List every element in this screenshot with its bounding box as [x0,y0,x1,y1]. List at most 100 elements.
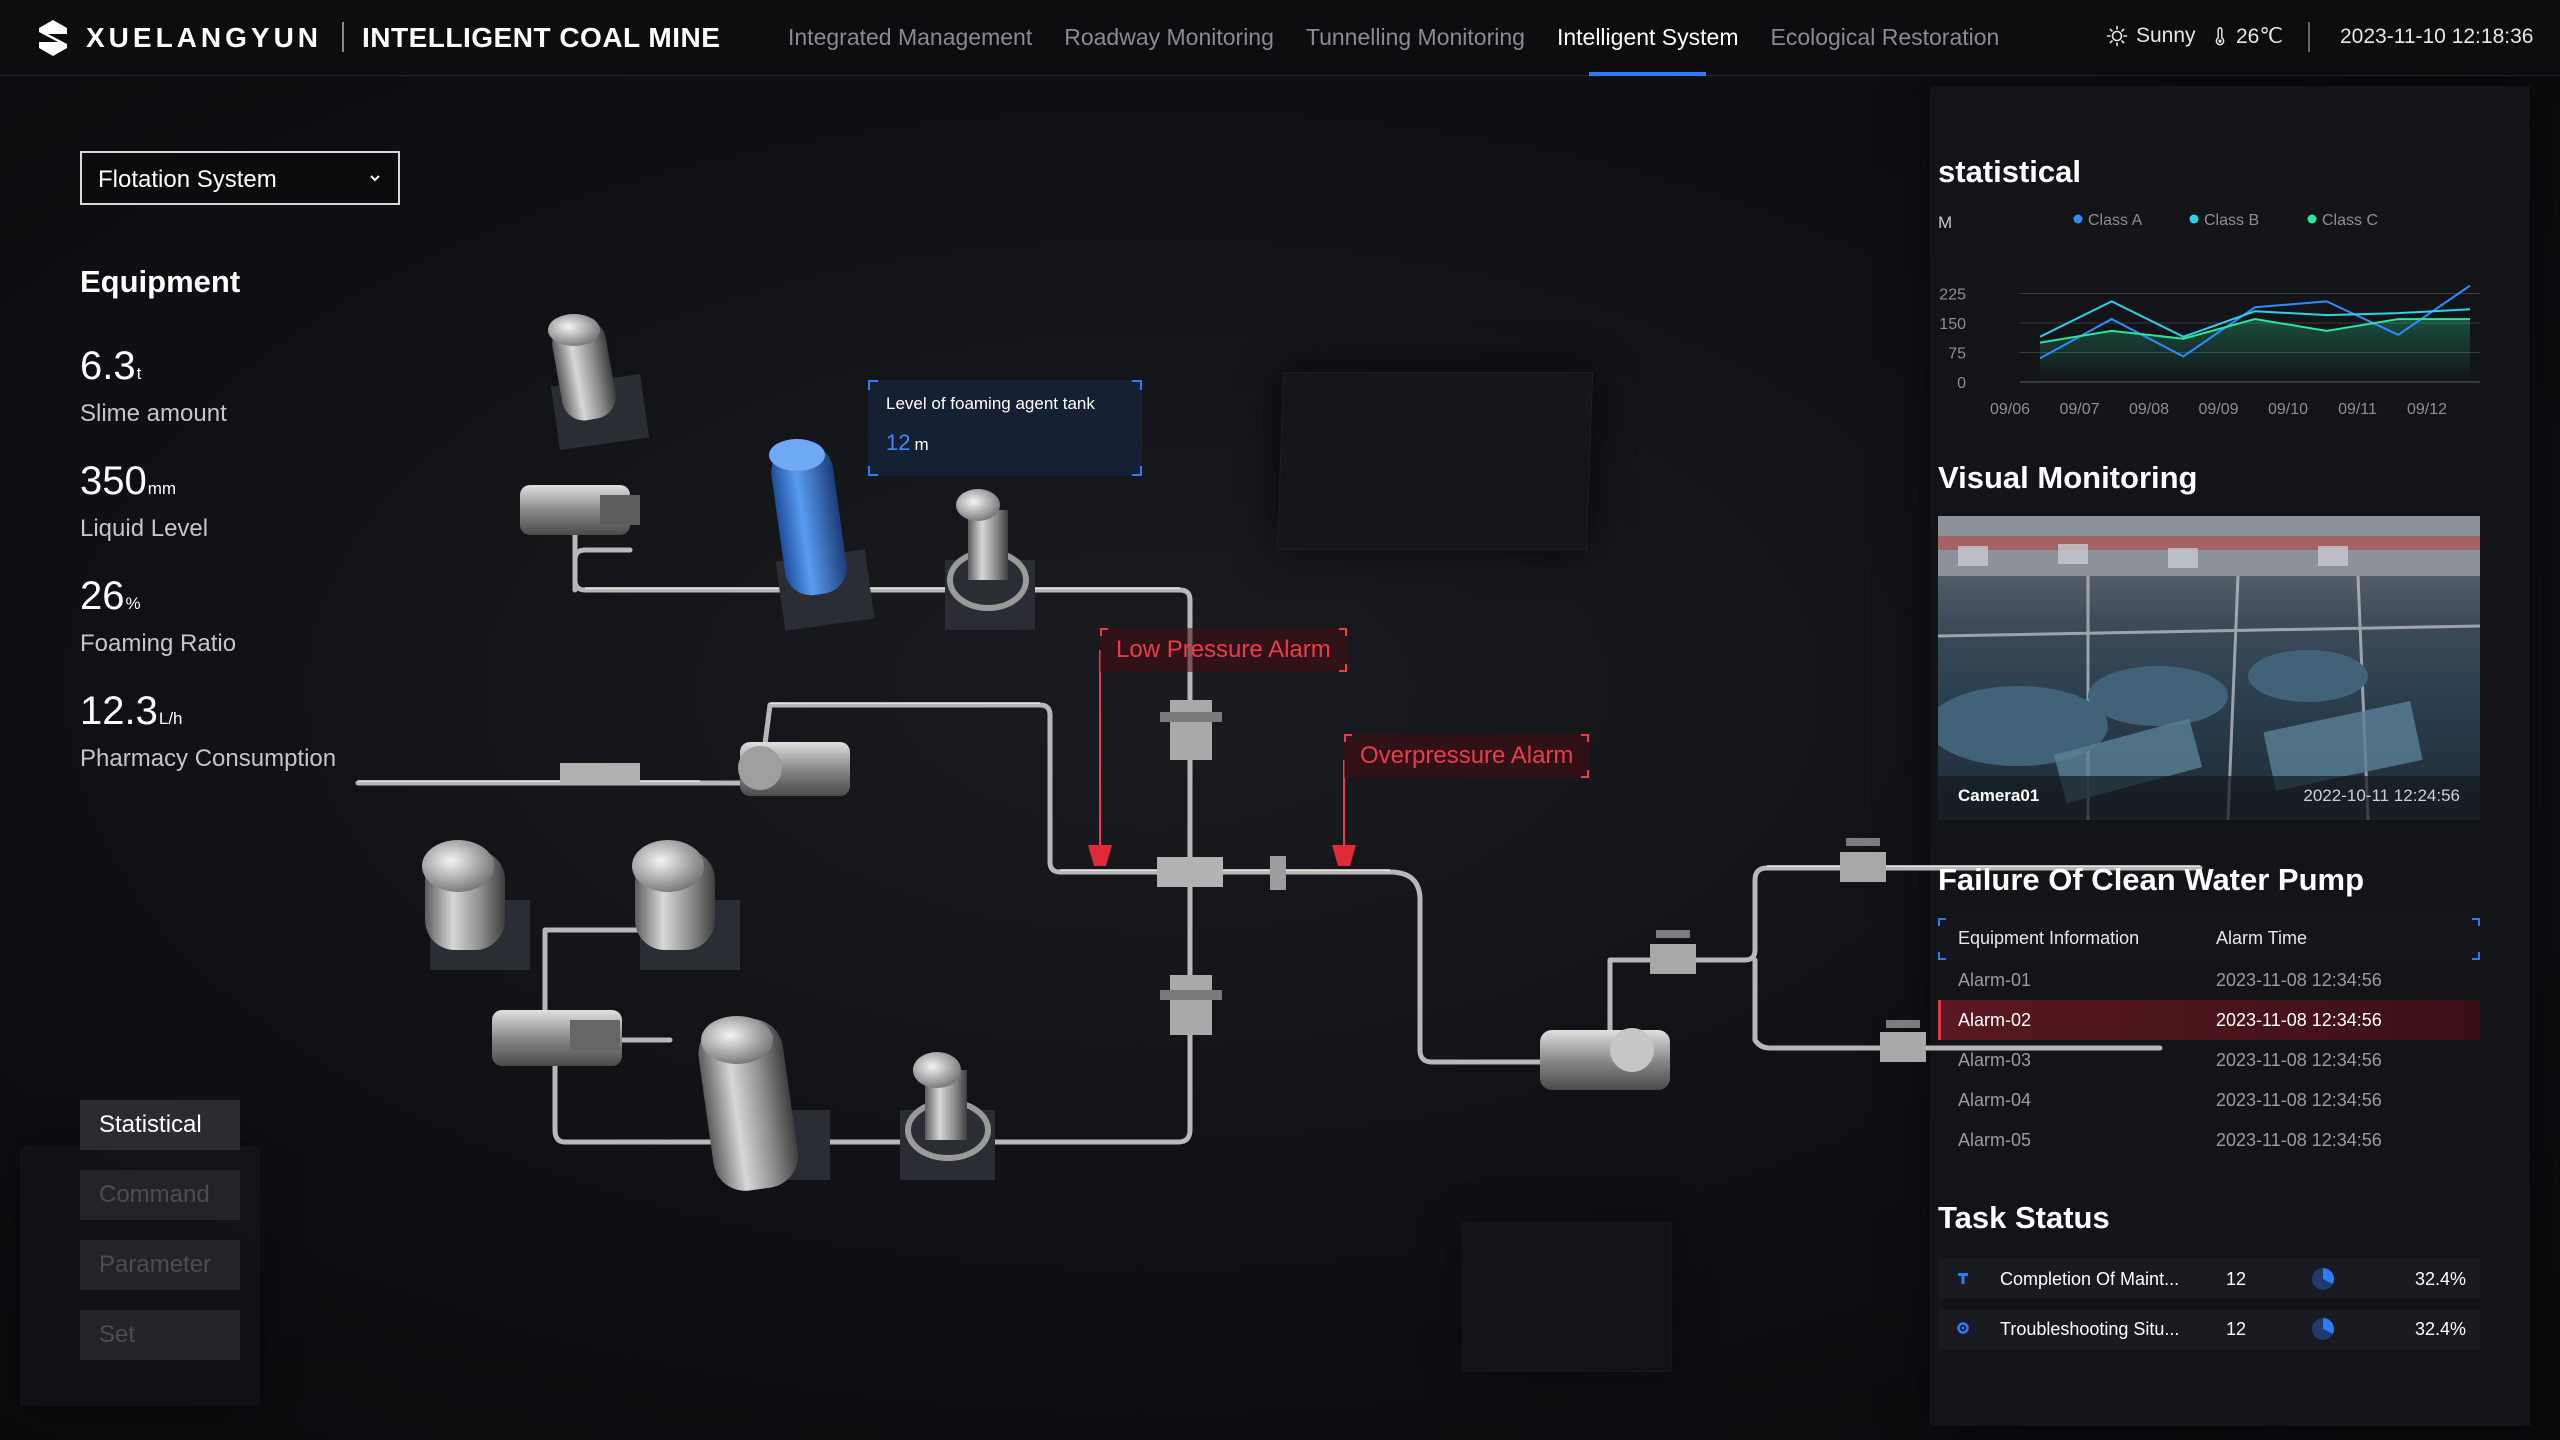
y-tick-label: 150 [1939,316,1966,333]
task-count: 12 [2226,1319,2247,1339]
metric-value: 26 [80,574,125,618]
table-row[interactable]: Alarm-02 2023-11-08 12:34:56 [1938,1000,2480,1040]
gear-icon [1957,1322,1969,1334]
system-select-value: Flotation System [98,166,277,193]
metric-slime-amount: 6.3t Slime amount [80,344,227,428]
metric-unit: % [125,594,141,613]
tank-top-left [548,314,650,450]
series-line [2039,300,2471,338]
metric-label: Pharmacy Consumption [80,745,337,772]
failure-title: Failure Of Clean Water Pump [1938,862,2365,897]
table-row[interactable]: Alarm-03 2023-11-08 12:34:56 [1938,1040,2480,1080]
alarm-table: Equipment Information Alarm Time Alarm-0… [1938,918,2480,1160]
nav-integrated-management[interactable]: Integrated Management [788,24,1033,50]
task-row-troubleshooting[interactable]: Troubleshooting Situ... 12 32.4% [1938,1309,2480,1349]
top-bar: XUELANGYUN INTELLIGENT COAL MINE Integra… [0,0,2560,76]
datetime-label: 2023-11-10 12:18:36 [2340,25,2534,48]
x-tick-label: 09/10 [2268,401,2308,418]
metric-unit: t [136,364,142,383]
task-progress-pie [2312,1268,2334,1290]
alarm-time: 2023-11-08 12:34:56 [2216,1050,2382,1070]
valve-assembly-top [945,489,1035,630]
task-count: 12 [2226,1269,2247,1289]
main-nav: Integrated Management Roadway Monitoring… [772,0,2015,76]
pipe-highlights [358,587,2200,871]
statistical-button[interactable]: Statistical [80,1100,240,1150]
table-row[interactable]: Alarm-05 2023-11-08 12:34:56 [1938,1120,2480,1160]
metric-label: Slime amount [80,400,227,427]
table-row[interactable]: Alarm-04 2023-11-08 12:34:56 [1938,1080,2480,1120]
metric-unit: mm [147,479,177,498]
valve-assembly-bottom [900,1052,995,1180]
statistical-title: statistical [1938,154,2082,189]
temperature-widget: 26℃ [2210,24,2283,49]
alarm-name: Alarm-05 [1958,1130,2032,1150]
topbar-divider [2308,22,2310,52]
alarm-name: Alarm-02 [1958,1010,2032,1030]
metric-value: 350 [80,459,147,503]
pump-bottom-left [492,1010,622,1066]
alarm-name: Alarm-03 [1958,1050,2032,1070]
brand-name: XUELANGYUN [86,22,323,53]
metric-value: 12.3 [80,689,158,733]
set-button[interactable]: Set [80,1310,240,1360]
tank-blue-foaming-agent[interactable] [768,439,875,631]
valve-right-2 [1840,838,1886,882]
alarm-name: Alarm-04 [1958,1090,2032,1110]
system-select[interactable]: Flotation System [80,151,400,205]
metric-label: Foaming Ratio [80,630,237,657]
task-pie-slice [2323,1268,2334,1284]
y-tick-label: 75 [1948,346,1966,363]
pump-right [1540,1028,1670,1090]
overpressure-alarm[interactable]: Overpressure Alarm [1344,734,1590,778]
chart-y-axis-label: M [1938,213,1952,232]
alarm-time: 2023-11-08 12:34:56 [2216,1010,2382,1030]
y-tick-label: 225 [1939,287,1966,304]
pump-middle [560,742,850,796]
floor-platform [1462,1222,1672,1372]
alarm-marker-low-pressure[interactable] [1088,650,1112,866]
camera-timestamp: 2022-10-11 12:24:56 [2303,786,2460,805]
equipment-title: Equipment [80,264,241,299]
metric-foaming-ratio: 26% Foaming Ratio [80,574,236,658]
legend-label: Class B [2204,212,2259,229]
parameter-button[interactable]: Parameter [80,1240,240,1290]
nav-ecological-restoration[interactable]: Ecological Restoration [1770,24,2000,50]
series-area-fill [2040,319,2470,382]
legend-swatch [2189,214,2199,224]
command-button[interactable]: Command [80,1170,240,1220]
x-tick-label: 09/11 [2338,401,2377,418]
valve-right-3 [1880,1020,1926,1062]
legend-swatch [2073,214,2083,224]
task-name: Troubleshooting Situ... [2000,1319,2180,1339]
task-pie-slice [2323,1318,2334,1334]
col-alarm-time: Alarm Time [2216,928,2308,948]
metric-label: Liquid Level [80,515,209,542]
nav-tunnelling-monitoring[interactable]: Tunnelling Monitoring [1305,24,1525,50]
camera-feed[interactable]: Camera01 2022-10-11 12:24:56 [1938,516,2480,820]
tooltip-unit: m [914,435,929,454]
y-tick-label: 0 [1957,375,1966,392]
nav-roadway-monitoring[interactable]: Roadway Monitoring [1064,24,1274,50]
tank-bottom-left-2 [632,840,740,970]
thermometer-icon [2215,26,2225,45]
weather-widget: Sunny [2106,24,2196,48]
tank-bottom-center [698,1016,830,1191]
metric-pharmacy-consumption: 12.3L/h Pharmacy Consumption [80,689,336,773]
nav-intelligent-system[interactable]: Intelligent System [1541,0,1755,76]
x-tick-label: 09/12 [2407,401,2447,418]
task-row-maintenance[interactable]: Completion Of Maint... 12 32.4% [1938,1259,2480,1299]
x-tick-label: 09/07 [2059,401,2099,418]
alarm-table-header: Equipment Information Alarm Time [1938,918,2480,960]
alarm-label: Low Pressure Alarm [1116,636,1331,663]
weather-label: Sunny [2136,24,2196,47]
table-row[interactable]: Alarm-01 2023-11-08 12:34:56 [1938,960,2480,1000]
metric-unit: L/h [158,709,183,728]
camera-name: Camera01 [1958,786,2040,805]
tooltip-value: 12 [886,430,911,455]
legend-label: Class A [2088,212,2143,229]
low-pressure-alarm[interactable]: Low Pressure Alarm [1100,628,1347,672]
task-percent: 32.4% [2414,1269,2466,1289]
